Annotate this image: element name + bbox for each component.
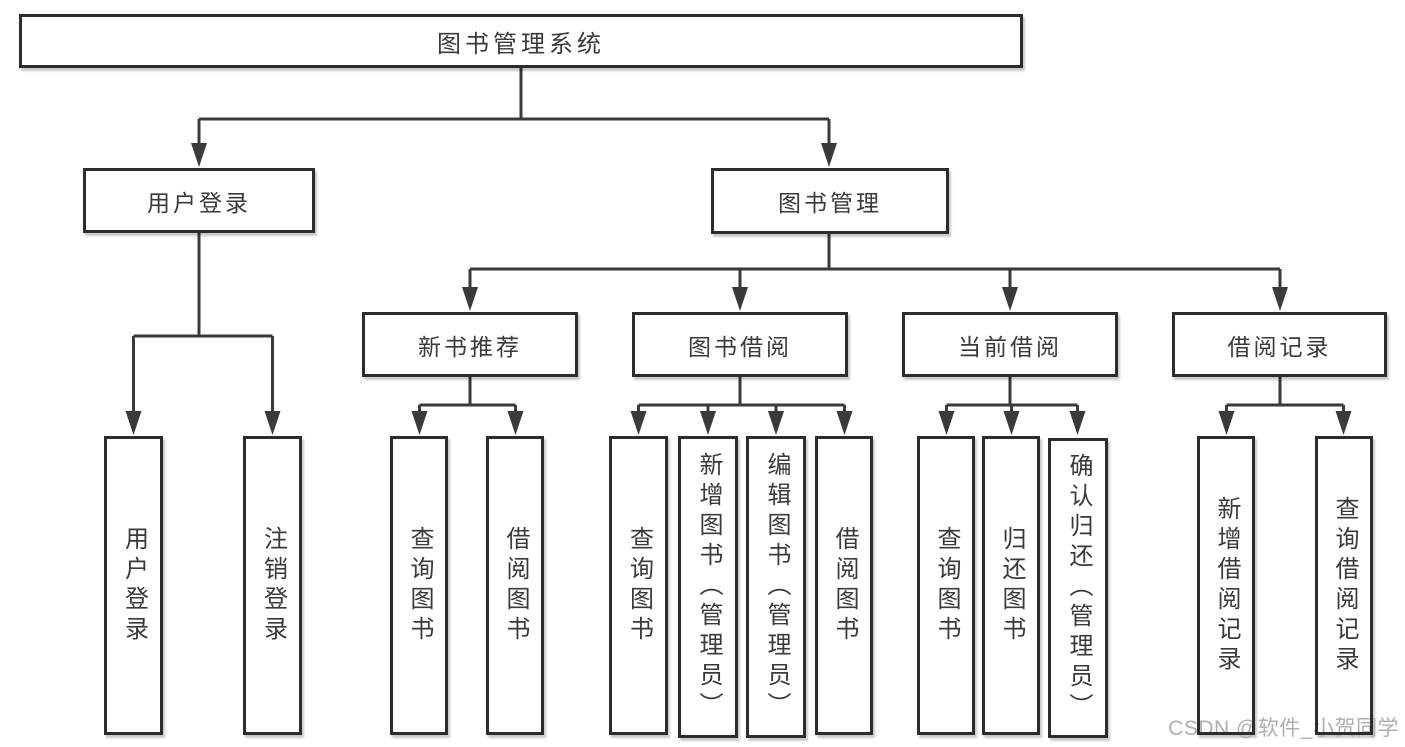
leaf-query-book-borrow: 查询图书 [609, 436, 668, 735]
connector-bookmgmt-to-level3 [468, 234, 1282, 291]
arrow-icon [630, 411, 647, 435]
leaf-borrow-book-recommend: 借阅图书 [486, 436, 544, 735]
leaf-query-book-recommend-label: 查询图书 [406, 525, 433, 646]
node-library-system-label: 图书管理系统 [437, 30, 605, 58]
connector-bookborrow-to-leaves [637, 377, 846, 415]
arrow-icon [507, 411, 524, 435]
arrow-icon [768, 411, 784, 435]
leaf-confirm-return-admin-label: 确认归还（管理员） [1065, 453, 1092, 723]
watermark: CSDN @软件_小贺同学 [1168, 717, 1399, 740]
arrow-icon [1069, 411, 1086, 435]
arrowheads [125, 143, 1352, 435]
arrow-icon [1218, 411, 1235, 435]
node-book-management-label: 图书管理 [778, 190, 882, 216]
arrow-icon [821, 143, 837, 167]
arrow-icon [191, 143, 207, 167]
connector-root-to-level2 [197, 68, 831, 147]
connector-userlogin-to-leaves [132, 233, 274, 415]
arrow-icon [1272, 287, 1288, 311]
leaf-borrow-book: 借阅图书 [815, 436, 873, 735]
leaf-add-book-admin: 新增图书（管理员） [678, 436, 738, 738]
leaf-query-book-borrow-label: 查询图书 [625, 525, 653, 646]
leaf-borrow-book-recommend-label: 借阅图书 [502, 525, 529, 646]
arrow-icon [1335, 411, 1352, 435]
arrow-icon [411, 411, 428, 435]
node-book-management: 图书管理 [711, 168, 949, 234]
leaf-add-borrow-record-label: 新增借阅记录 [1213, 495, 1240, 676]
leaf-logout: 注销登录 [243, 436, 302, 735]
arrow-icon [938, 411, 955, 435]
arrow-icon [264, 411, 281, 435]
node-new-book-recommend-label: 新书推荐 [418, 333, 522, 360]
node-library-system: 图书管理系统 [19, 14, 1023, 68]
leaf-logout-label: 注销登录 [259, 525, 287, 646]
node-borrow-records-label: 借阅记录 [1227, 333, 1332, 360]
leaf-return-book-label: 归还图书 [998, 525, 1025, 646]
node-book-borrow-label: 图书借阅 [688, 333, 792, 360]
leaf-query-book-current-label: 查询图书 [933, 525, 960, 646]
leaf-edit-book-admin: 编辑图书（管理员） [746, 436, 806, 738]
leaf-query-book-current: 查询图书 [917, 436, 975, 735]
arrow-icon [462, 287, 478, 311]
arrow-icon [125, 411, 142, 435]
leaf-borrow-book-label: 借阅图书 [831, 525, 858, 646]
connector-newbook-to-leaves [418, 377, 517, 415]
leaf-query-borrow-record-label: 查询借阅记录 [1331, 495, 1358, 676]
leaf-user-login: 用户登录 [104, 436, 163, 735]
node-user-login-label: 用户登录 [147, 189, 251, 216]
node-current-borrow-label: 当前借阅 [958, 333, 1062, 360]
leaf-add-book-admin-label: 新增图书（管理员） [695, 452, 722, 722]
node-user-login: 用户登录 [83, 168, 315, 233]
arrow-icon [1002, 287, 1018, 311]
leaf-confirm-return-admin: 确认归还（管理员） [1048, 438, 1108, 738]
node-borrow-records: 借阅记录 [1172, 312, 1387, 377]
arrow-icon [700, 411, 716, 435]
connector-currentborrow-to-leaves [945, 377, 1079, 415]
node-new-book-recommend: 新书推荐 [362, 312, 578, 377]
leaf-query-borrow-record: 查询借阅记录 [1315, 436, 1373, 735]
leaf-user-login-label: 用户登录 [120, 525, 148, 646]
connector-records-to-leaves [1225, 377, 1345, 415]
leaf-query-book-recommend: 查询图书 [390, 436, 448, 735]
leaf-add-borrow-record: 新增借阅记录 [1197, 436, 1255, 735]
node-book-borrow: 图书借阅 [632, 312, 848, 377]
arrow-icon [1003, 411, 1020, 435]
arrow-icon [732, 287, 748, 311]
leaf-return-book: 归还图书 [982, 436, 1040, 735]
node-current-borrow: 当前借阅 [902, 312, 1118, 377]
arrow-icon [836, 411, 853, 435]
leaf-edit-book-admin-label: 编辑图书（管理员） [763, 452, 790, 722]
